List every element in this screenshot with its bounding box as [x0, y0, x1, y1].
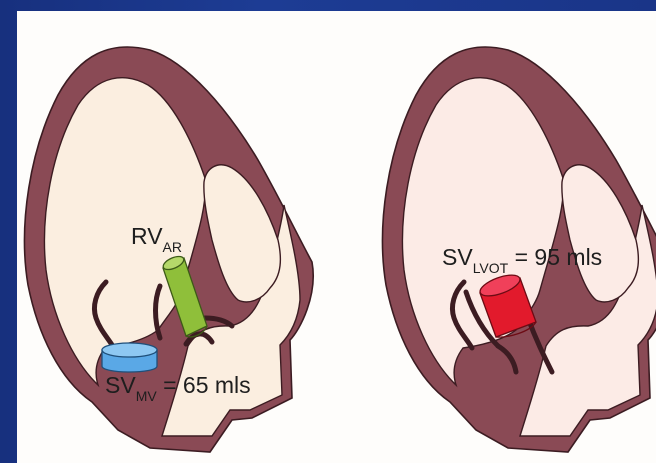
right-heart-diagram: SVLVOT = 95 mls: [383, 47, 656, 452]
mitral-valve-cylinder: [102, 343, 157, 372]
left-heart-diagram: RVAR SVMV = 65 mls: [25, 47, 314, 452]
